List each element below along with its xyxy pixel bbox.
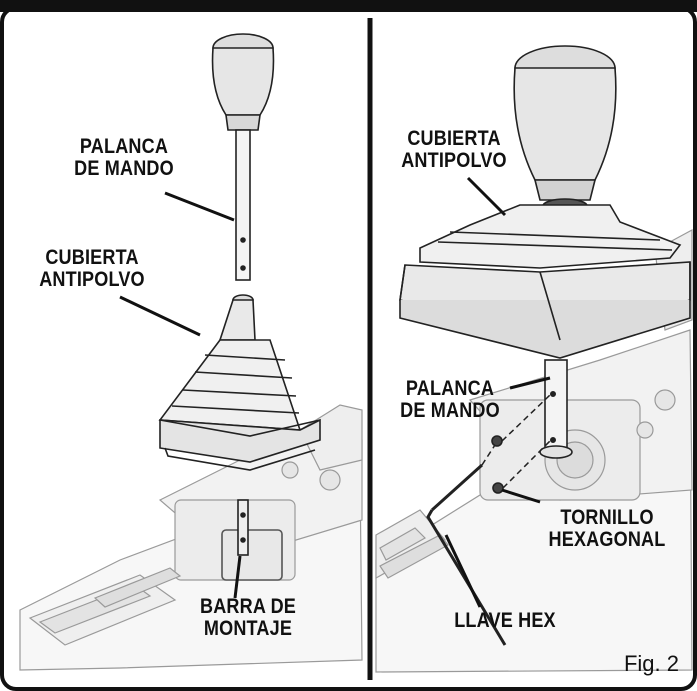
left-panel-drawing [19,33,363,671]
label-lever-left-line2: DE MANDO [74,157,174,180]
label-bar-left-line1: BARRA DE [199,595,297,618]
label-screw-right-line1: TORNILLO [560,506,654,529]
label-boot-left-line2: ANTIPOLVO [39,268,145,291]
label-boot-right-line2: ANTIPOLVO [401,149,507,172]
label-key-right-line1: LLAVE HEX [454,609,556,632]
right-guide-lines [481,394,551,489]
label-key-right: LLAVE HEX [441,610,570,632]
label-lever-right-line1: PALANCA [405,377,495,400]
label-boot-right: CUBIERTA ANTIPOLVO [394,128,514,172]
label-lever-left-line1: PALANCA [79,135,169,158]
figure-caption: Fig. 2 [623,651,679,676]
label-bar-left: BARRA DE MONTAJE [188,596,308,640]
label-screw-right-line2: HEXAGONAL [548,528,666,551]
left-leader-lines [119,191,242,599]
label-boot-left: CUBIERTA ANTIPOLVO [32,247,152,291]
label-boot-left-line1: CUBIERTA [45,246,139,269]
label-boot-right-line1: CUBIERTA [407,127,501,150]
label-lever-left: PALANCA DE MANDO [64,136,184,180]
label-lever-right-line2: DE MANDO [400,399,500,422]
label-lever-right: PALANCA DE MANDO [390,378,510,422]
right-leader-lines [444,176,551,608]
label-bar-left-line2: MONTAJE [203,617,293,640]
top-bar [0,0,697,12]
right-panel-drawing [375,45,693,673]
label-screw-right: TORNILLO HEXAGONAL [543,507,672,551]
